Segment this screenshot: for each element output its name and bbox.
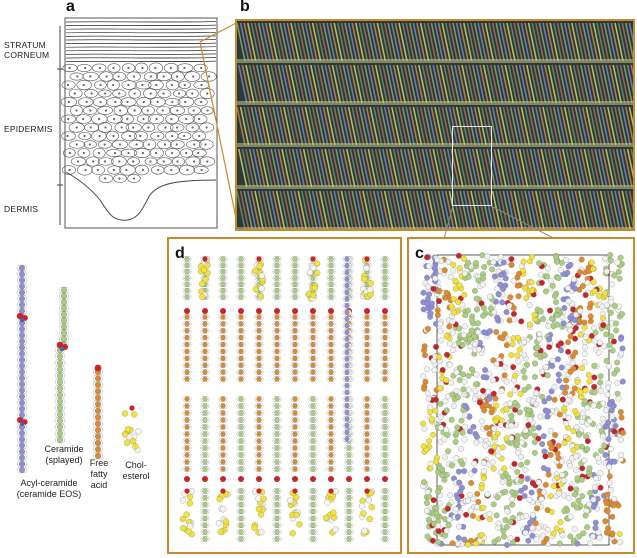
cholesterol-line2: esterol	[122, 471, 150, 481]
stratum-label-line1: STRATUM	[4, 40, 46, 50]
stratum-label-line2: CORNEUM	[4, 50, 50, 60]
epidermis-label: EPIDERMIS	[4, 124, 53, 134]
dermis-label: DERMIS	[4, 204, 39, 214]
cholesterol-line1: Chol-	[125, 460, 147, 470]
panel-c-label: c	[415, 245, 424, 262]
panel-a-label: a	[66, 0, 75, 15]
lipid-simulation-c	[420, 252, 626, 548]
stratum-corneum-label: STRATUM CORNEUM	[4, 40, 49, 60]
ffa-line1: Free	[89, 458, 109, 468]
cholesterol-label: Chol- esterol	[116, 460, 156, 482]
panel-d-label: d	[175, 245, 185, 262]
acyl-ceramide-line2: (ceramide EOS)	[16, 489, 82, 499]
acyl-ceramide-label: Acyl-ceramide (ceramide EOS)	[2, 478, 96, 500]
panel-c-frame	[407, 237, 635, 554]
zoom-region-box	[452, 126, 492, 206]
ffa-line2: fatty	[90, 469, 108, 479]
ceramide-label: Ceramide (splayed)	[42, 444, 86, 466]
ceramide-line1: Ceramide	[44, 444, 84, 454]
free-fatty-acid-label: Free fatty acid	[84, 458, 114, 491]
lipid-lattice-image	[237, 22, 633, 229]
lattice-image-frame	[235, 19, 635, 231]
panel-b-label: b	[240, 0, 250, 15]
panel-d-frame	[167, 237, 402, 554]
ceramide-line2: (splayed)	[45, 455, 83, 465]
ffa-line3: acid	[90, 480, 108, 490]
acyl-ceramide-line1: Acyl-ceramide	[20, 478, 78, 488]
lipid-arrangement-d	[179, 255, 390, 542]
